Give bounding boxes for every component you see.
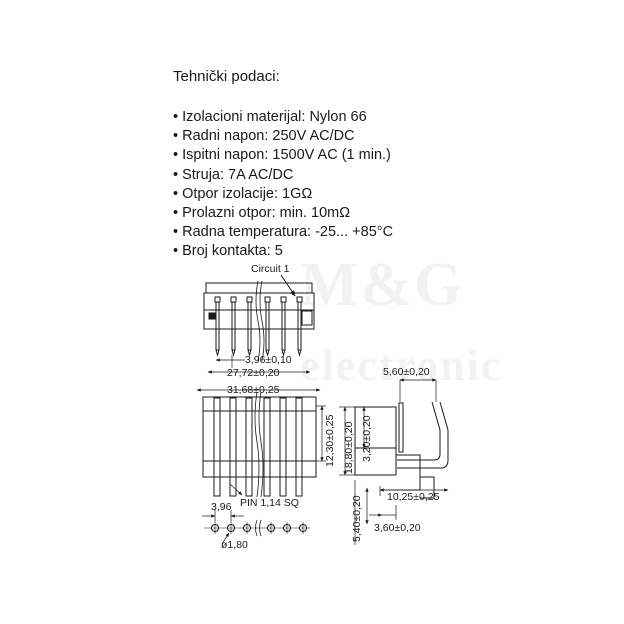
watermark-logo: M&G [300, 251, 465, 319]
front-view: 12,30±0,25 PIN 1,14 SQ [202, 391, 336, 509]
side-view-pin-upper [398, 402, 404, 453]
dim-footprint-pitch: 3,96 [211, 501, 232, 513]
spec-item-contacts: Broj kontakta: 5 [173, 242, 393, 261]
spec-list: Izolacioni materijal: Nylon 66 Radni nap… [173, 108, 393, 262]
polarizing-key [301, 310, 313, 326]
pin-size-label: PIN 1,14 SQ [240, 497, 299, 509]
footprint-holes [211, 522, 307, 534]
circuit-leader [280, 274, 296, 297]
spec-item-voltage: Radni napon: 250V AC/DC [173, 127, 393, 146]
front-view-housing [202, 396, 317, 478]
dim-total-width: 31,68±0,25 [227, 384, 280, 396]
spec-item-contact-resistance: Prolazni otpor: min. 10mΩ [173, 204, 393, 223]
circuit-label: Circuit 1 [251, 263, 290, 275]
top-view-pins [214, 296, 303, 357]
spec-heading: Tehnički podaci: [173, 68, 280, 85]
dim-bend-offset: 5,60±0,20 [383, 366, 430, 378]
side-view-housing [354, 406, 397, 476]
dim-tail-offset: 3,60±0,20 [374, 522, 421, 534]
dim-pitch: 3,96±0,10 [245, 354, 292, 366]
front-view-pins [213, 397, 303, 497]
spec-item-test-voltage: Ispitni napon: 1500V AC (1 min.) [173, 146, 393, 165]
spec-item-current: Struja: 7A AC/DC [173, 166, 393, 185]
pcb-footprint: 3,96 ø1,80 [202, 501, 310, 551]
spec-item-temperature: Radna temperatura: -25... +85°C [173, 223, 393, 242]
pin1-marker [208, 312, 216, 320]
spec-item-insulation-resistance: Otpor izolacije: 1GΩ [173, 185, 393, 204]
dim-tail-length: 10,25±0,25 [387, 491, 440, 503]
side-view: 5,60±0,20 18,80±0,20 3,20±0,20 10,25±0,2… [339, 366, 449, 545]
dim-hole: ø1,80 [221, 539, 248, 551]
side-view-bent-pin [397, 401, 441, 461]
top-view-ribs [205, 282, 313, 294]
dim-span: 27,72±0,20 [227, 367, 280, 379]
dim-height: 12,30±0,25 [324, 414, 336, 467]
dim-bottom-pin: 5,40±0,20 [351, 495, 363, 542]
spec-item-insulation: Izolacioni materijal: Nylon 66 [173, 108, 393, 127]
dim-pin-length: 18,80±0,20 [343, 421, 355, 474]
top-view: Circuit 1 3,96±0,10 27,72±0,20 31,68±0,2… [196, 263, 321, 396]
dim-insulator: 3,20±0,20 [361, 415, 373, 462]
